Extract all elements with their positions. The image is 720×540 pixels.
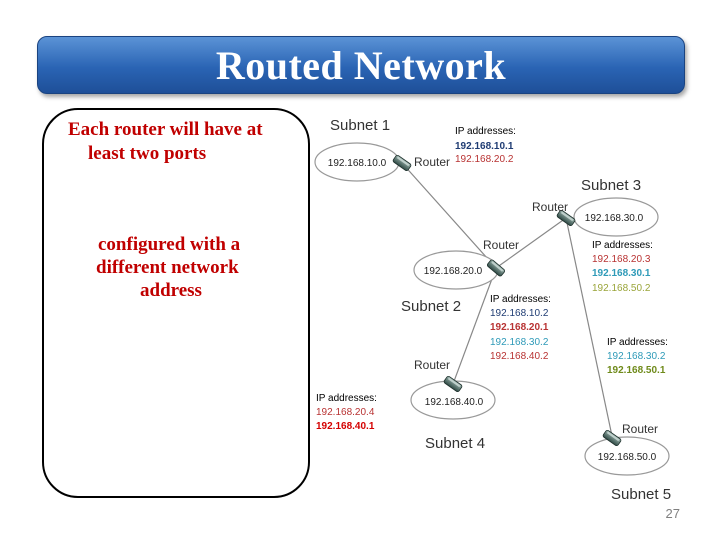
panel-line-1: Each router will have at bbox=[68, 119, 263, 140]
router-2-label: Router bbox=[483, 238, 519, 252]
subnet-1-label: Subnet 1 bbox=[330, 117, 390, 134]
router-3-label: Router bbox=[532, 200, 568, 214]
router-5-label: Router bbox=[622, 422, 658, 436]
page-number: 27 bbox=[665, 506, 680, 521]
ip-r3-2: 192.168.50.2 bbox=[592, 283, 651, 294]
subnet-1-address: 192.168.10.0 bbox=[328, 158, 387, 169]
subnet-5-label: Subnet 5 bbox=[611, 486, 671, 503]
subnet-5-ellipse bbox=[584, 436, 670, 476]
page-title: Routed Network bbox=[215, 43, 507, 88]
ip-r2-0: 192.168.10.2 bbox=[490, 308, 549, 319]
ip-header-r5: IP addresses: bbox=[607, 337, 668, 348]
router-icon bbox=[602, 429, 622, 447]
router-1-label: Router bbox=[414, 155, 450, 169]
panel-line-4: different network bbox=[96, 257, 239, 278]
subnet-3-ellipse bbox=[573, 197, 659, 237]
ip-r1-0: 192.168.10.1 bbox=[455, 141, 514, 152]
subnet-2-address: 192.168.20.0 bbox=[424, 266, 483, 277]
ip-header-r2: IP addresses: bbox=[490, 294, 551, 305]
ip-r2-2: 192.168.30.2 bbox=[490, 337, 549, 348]
panel-line-3: configured with a bbox=[98, 234, 241, 255]
panel-line-2: least two ports bbox=[88, 143, 207, 164]
subnet-5-address: 192.168.50.0 bbox=[598, 452, 657, 463]
ip-r3-1: 192.168.30.1 bbox=[592, 268, 651, 279]
subnet-3-address: 192.168.30.0 bbox=[585, 213, 644, 224]
link-r1-r2 bbox=[401, 162, 497, 269]
link-r3-r5 bbox=[565, 217, 613, 437]
ip-header-r4: IP addresses: bbox=[316, 393, 377, 404]
subnet-4-label: Subnet 4 bbox=[425, 435, 485, 452]
router-icon bbox=[556, 209, 576, 227]
router-icon bbox=[392, 154, 412, 172]
ip-header-r1: IP addresses: bbox=[455, 126, 516, 137]
subnet-4-address: 192.168.40.0 bbox=[425, 397, 484, 408]
router-4-label: Router bbox=[414, 358, 450, 372]
ip-r2-1: 192.168.20.1 bbox=[490, 322, 549, 333]
ip-r2-3: 192.168.40.2 bbox=[490, 351, 549, 362]
link-r2-r4 bbox=[452, 267, 497, 385]
subnet-3-label: Subnet 3 bbox=[581, 177, 641, 194]
ip-r4-0: 192.168.20.4 bbox=[316, 407, 375, 418]
ip-r1-1: 192.168.20.2 bbox=[455, 154, 514, 165]
subnet-2-label: Subnet 2 bbox=[401, 298, 461, 315]
link-r2-r3 bbox=[495, 217, 567, 269]
text-panel bbox=[42, 108, 310, 498]
ip-r5-1: 192.168.50.1 bbox=[607, 365, 666, 376]
router-icon bbox=[443, 375, 463, 393]
ip-r5-0: 192.168.30.2 bbox=[607, 351, 666, 362]
ip-r4-1: 192.168.40.1 bbox=[316, 421, 375, 432]
title-banner: Routed Network bbox=[37, 36, 685, 94]
router-icon bbox=[486, 259, 506, 277]
panel-line-5: address bbox=[140, 280, 202, 301]
ip-r3-0: 192.168.20.3 bbox=[592, 254, 651, 265]
ip-header-r3: IP addresses: bbox=[592, 240, 653, 251]
